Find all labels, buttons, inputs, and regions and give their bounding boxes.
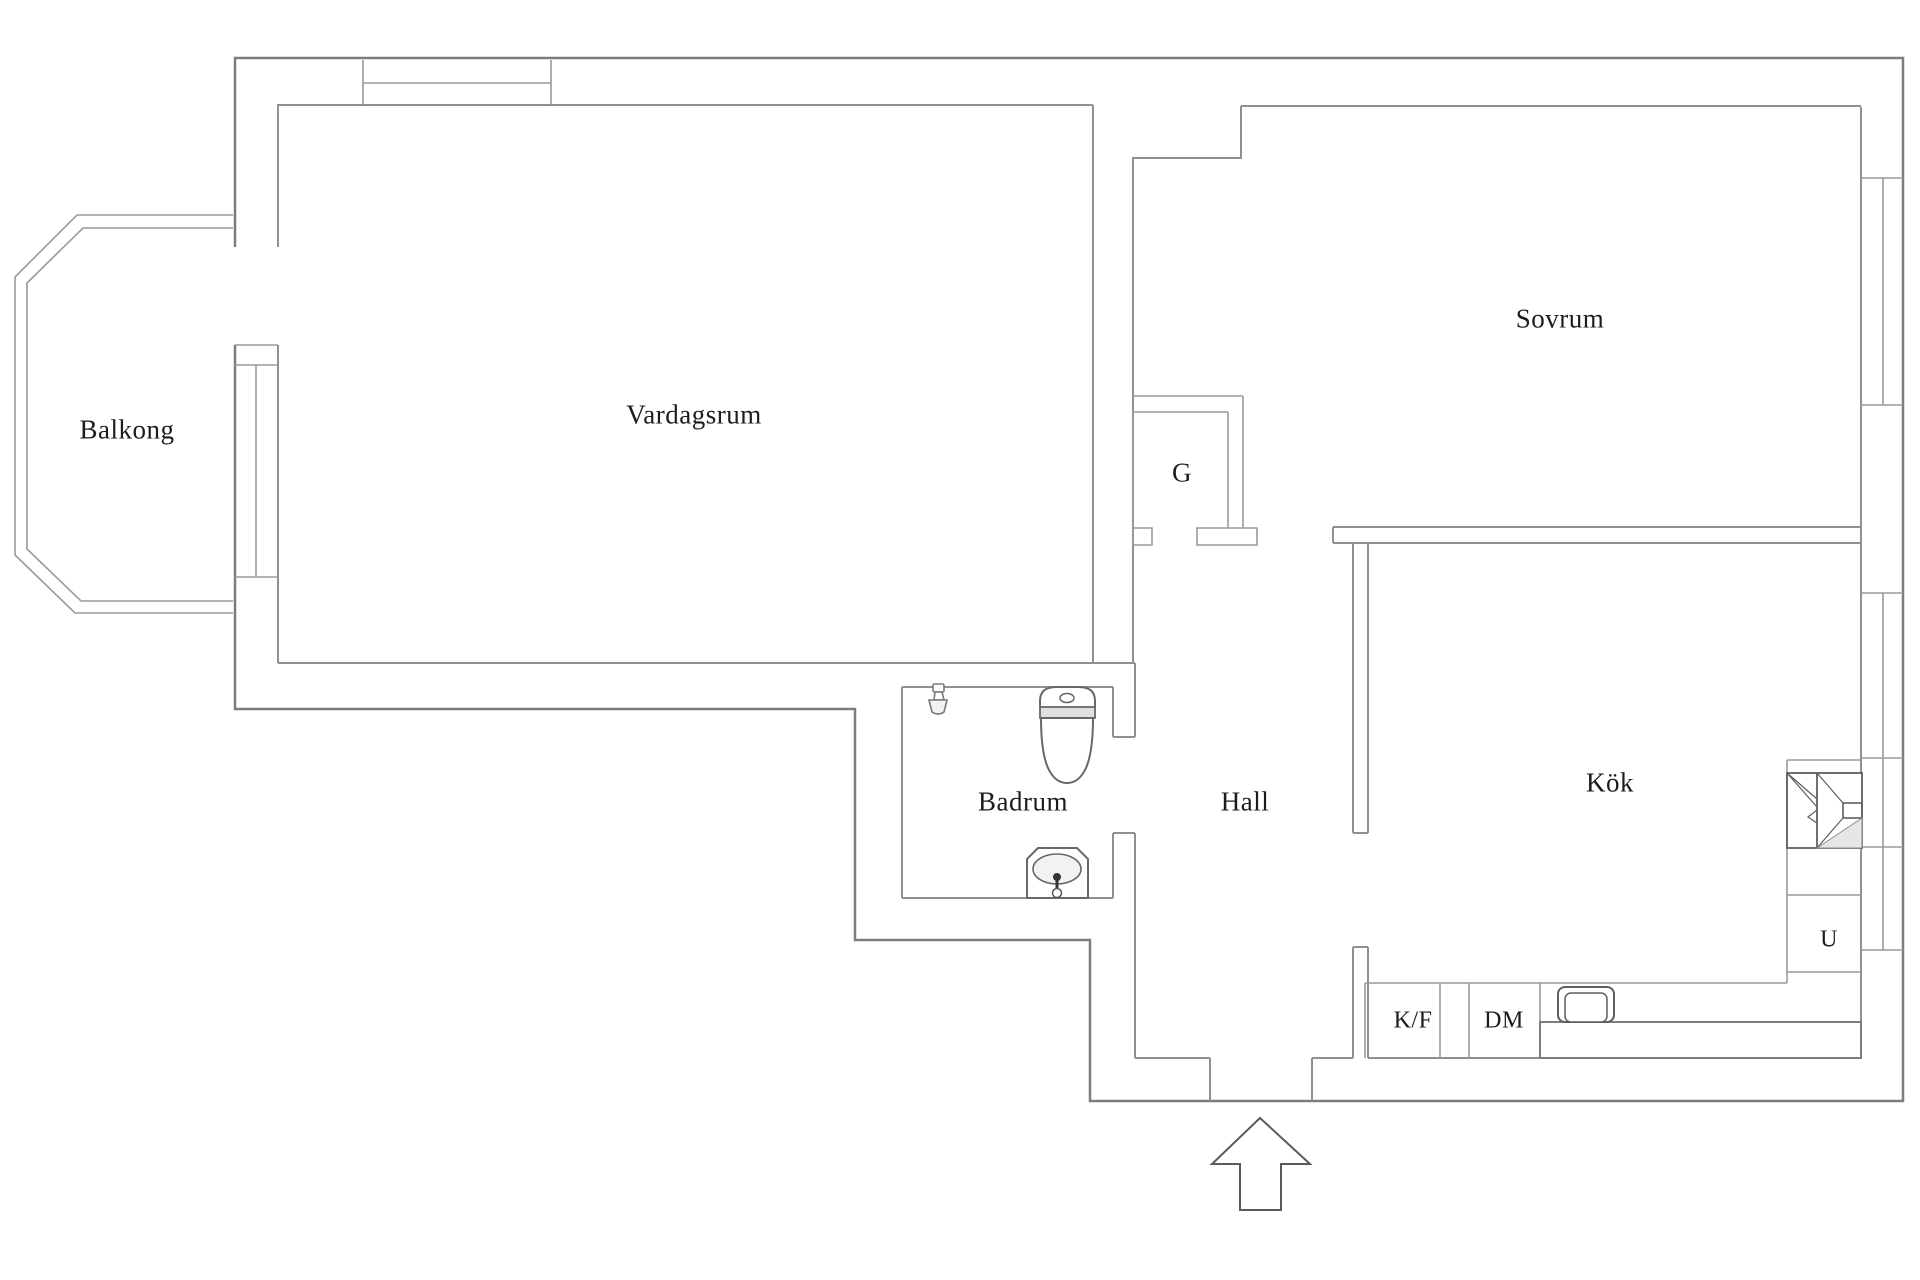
windows bbox=[235, 60, 1903, 951]
window-symbol bbox=[235, 344, 278, 578]
fireplace-icon bbox=[1786, 772, 1863, 849]
door-opening bbox=[1196, 527, 1258, 546]
room-label-kitchen: Kök bbox=[1586, 767, 1634, 798]
wardrobe-closet bbox=[1132, 395, 1258, 546]
window-symbol bbox=[362, 60, 552, 105]
room-label-wardrobe: G bbox=[1172, 457, 1192, 488]
appliance-label-fridge-freezer: K/F bbox=[1393, 1007, 1433, 1034]
room-label-hall: Hall bbox=[1220, 786, 1270, 817]
entrance-arrow-icon bbox=[1209, 1116, 1313, 1211]
door-opening bbox=[1132, 527, 1153, 546]
room-label-bathroom: Badrum bbox=[978, 786, 1068, 817]
bathroom-sink-icon bbox=[1026, 847, 1089, 899]
window-symbol bbox=[1861, 592, 1903, 951]
outer-walls bbox=[233, 56, 1905, 1103]
room-label-balcony: Balkong bbox=[79, 414, 175, 445]
window-symbol bbox=[1861, 177, 1903, 406]
balcony-outline bbox=[14, 214, 233, 614]
appliance-label-utility: U bbox=[1820, 926, 1838, 953]
shower-icon bbox=[927, 683, 949, 715]
inner-walls bbox=[277, 104, 1862, 1101]
toilet-icon bbox=[1039, 686, 1096, 785]
kitchen-sink-icon bbox=[1557, 986, 1615, 1023]
appliance-label-dishwasher: DM bbox=[1484, 1007, 1524, 1034]
room-label-living-room: Vardagsrum bbox=[626, 399, 762, 430]
room-label-bedroom: Sovrum bbox=[1515, 303, 1605, 334]
